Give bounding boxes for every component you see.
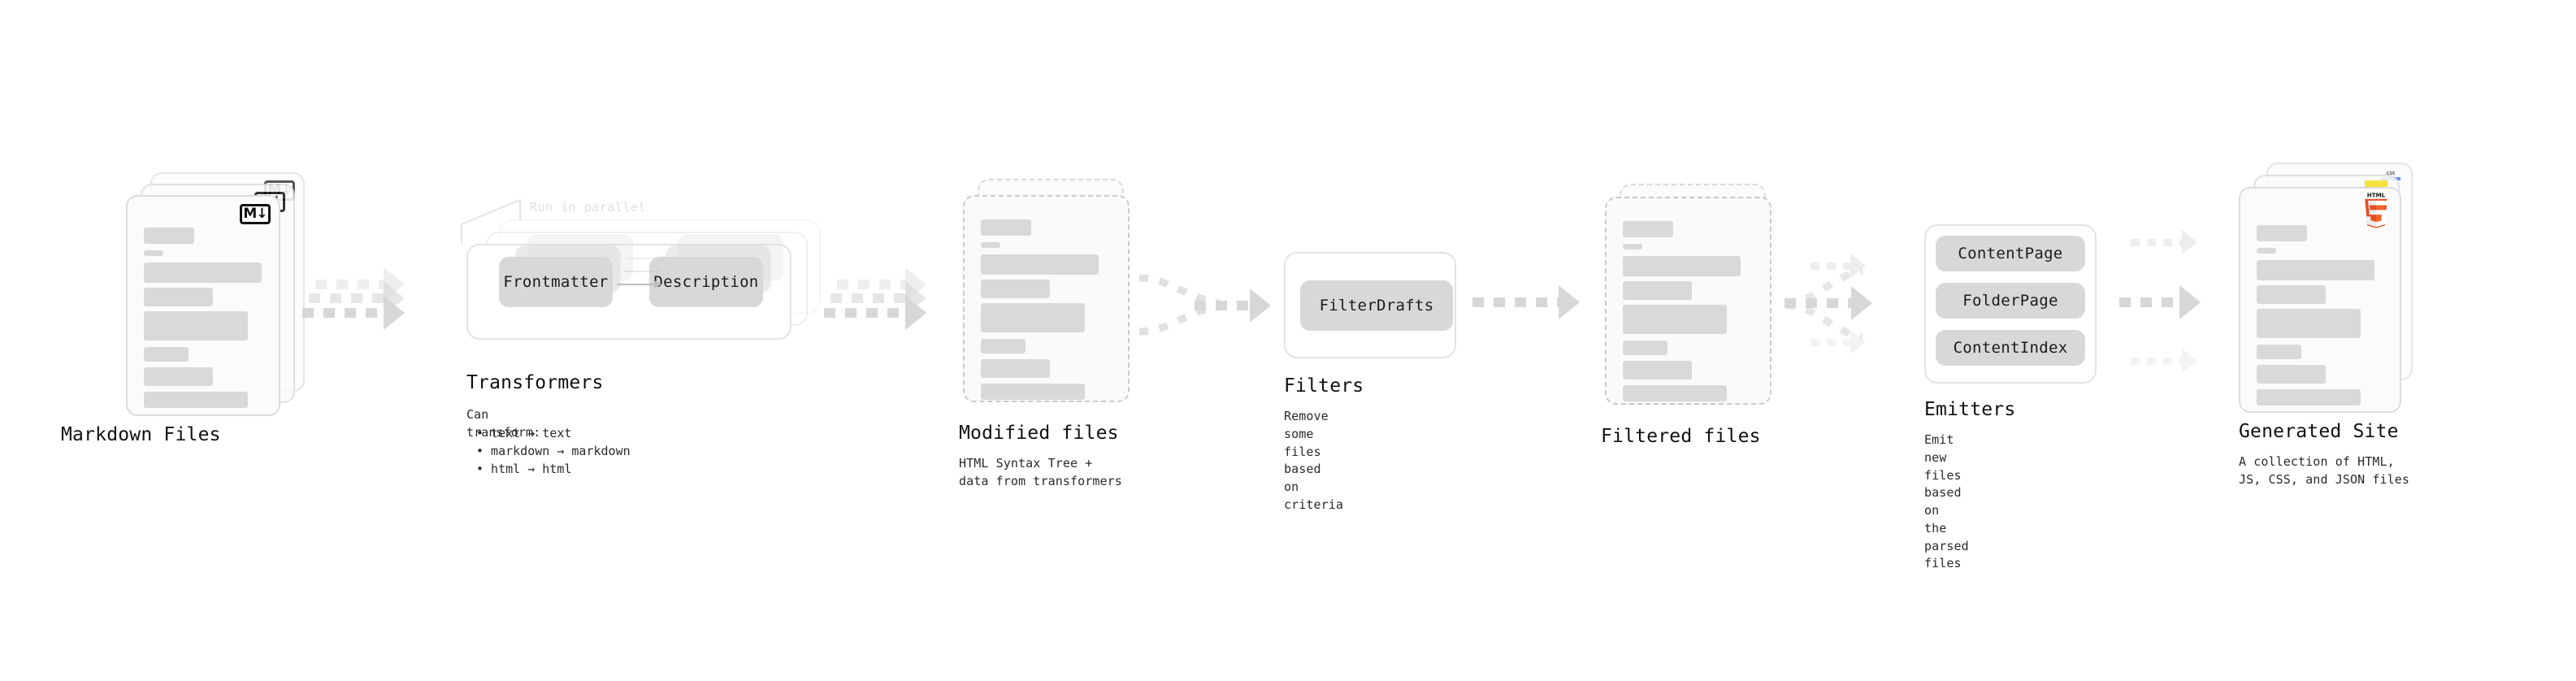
skeleton-bar xyxy=(144,367,213,386)
emitter-chip-folderpage[interactable]: FolderPage xyxy=(1936,283,2085,319)
skeleton-bar xyxy=(981,303,1085,332)
skeleton-bar xyxy=(2257,365,2326,384)
skeleton-bar xyxy=(2257,260,2374,280)
markdown-badge-text: M↓ xyxy=(243,206,267,222)
dotted-arrow-icon xyxy=(2131,230,2197,254)
skeleton-bar xyxy=(981,219,1031,236)
skeleton-bar xyxy=(2257,309,2361,338)
skeleton-bar xyxy=(144,250,163,256)
emitter-chip-contentpage[interactable]: ContentPage xyxy=(1936,236,2085,271)
skeleton-bar xyxy=(981,384,1085,400)
dotted-arrow-icon xyxy=(2131,349,2197,373)
parallel-label: Run in parallel xyxy=(530,200,646,215)
chip-label: Frontmatter xyxy=(503,273,609,291)
dotted-arrow-icon xyxy=(2119,285,2201,319)
skeleton-bar xyxy=(981,280,1050,298)
flow-arrow-icon xyxy=(623,267,663,275)
bullet-item: • markdown → markdown xyxy=(476,443,631,458)
merge-curve-icon xyxy=(1138,274,1220,336)
stage-description: A collection of HTML, JS, CSS, and JSON … xyxy=(2239,454,2410,487)
flow-arrow-icon xyxy=(617,280,661,288)
filter-chip-filterdrafts[interactable]: FilterDrafts xyxy=(1300,280,1453,331)
dotted-arrow-icon xyxy=(1811,330,1866,354)
skeleton-bar xyxy=(1623,305,1727,334)
flow-arrow-icon xyxy=(627,254,667,262)
skeleton-bar xyxy=(1623,221,1673,237)
skeleton-bar xyxy=(144,262,262,283)
stage-caption: Emitters xyxy=(1924,399,2016,420)
chip-label: ContentPage xyxy=(1958,245,2063,262)
transformer-chip-frontmatter[interactable]: Frontmatter xyxy=(499,257,613,307)
dotted-arrow-icon xyxy=(1195,288,1271,323)
stage-description: HTML Syntax Tree + data from transformer… xyxy=(959,456,1122,488)
markdown-card-front: M↓ xyxy=(126,195,280,416)
stage-caption: Filters xyxy=(1284,375,1364,397)
skeleton-bar xyxy=(1623,340,1667,355)
dotted-arrow-icon xyxy=(824,296,926,330)
html5-badge: HTML xyxy=(2365,192,2388,228)
parallel-bracket-icon xyxy=(461,198,521,244)
skeleton-bar xyxy=(1623,244,1642,249)
skeleton-bar xyxy=(144,288,213,306)
stage-description: Emit new files based on the parsed files xyxy=(1924,432,1969,571)
skeleton-bar xyxy=(144,392,248,408)
bullet-item: • html → html xyxy=(476,461,572,476)
modified-card-front xyxy=(963,195,1130,402)
connector-filters-to-filtered xyxy=(1472,285,1580,319)
svg-text:HTML: HTML xyxy=(2367,192,2386,199)
dotted-arrow-icon xyxy=(1811,254,1866,278)
stage-filtered-files: Filtered files xyxy=(1601,184,1780,447)
emitter-chip-contentindex[interactable]: ContentIndex xyxy=(1936,330,2085,366)
markdown-badge: M↓ xyxy=(240,204,271,224)
site-card-front: HTML xyxy=(2239,187,2401,413)
stage-caption: Markdown Files xyxy=(61,424,221,445)
skeleton-bar xyxy=(2257,389,2361,406)
skeleton-bar xyxy=(144,347,189,362)
stage-caption: Filtered files xyxy=(1601,426,1761,447)
stage-description: Can transform: xyxy=(466,407,541,440)
skeleton-bar xyxy=(981,242,1000,248)
dotted-arrow-icon xyxy=(1785,286,1872,320)
skeleton-bar xyxy=(981,339,1026,354)
skeleton-bar xyxy=(1623,361,1692,380)
skeleton-bar xyxy=(2257,225,2307,241)
dotted-arrow-icon xyxy=(302,296,405,330)
stage-caption: Generated Site xyxy=(2239,421,2399,442)
chip-label: FilterDrafts xyxy=(1319,297,1434,314)
skeleton-bar xyxy=(981,359,1050,378)
skeleton-bar xyxy=(1623,256,1741,276)
markdown-card-stack: M↓ M↓ M↓ xyxy=(126,172,305,416)
bullet-item: • text → text xyxy=(476,426,572,440)
chip-label: ContentIndex xyxy=(1953,339,2068,357)
stage-caption: Transformers xyxy=(466,372,604,393)
stage-generated-site: CSS HTML xyxy=(2239,163,2422,487)
skeleton-bar xyxy=(1623,385,1727,401)
transformer-chip-description[interactable]: Description xyxy=(649,257,763,307)
chip-label: Description xyxy=(653,273,759,291)
transform-bullets: • text → text • markdown → markdown • ht… xyxy=(476,425,631,478)
skeleton-bar xyxy=(144,311,248,340)
chip-label: FolderPage xyxy=(1962,292,2058,310)
skeleton-bar xyxy=(2257,285,2326,304)
stage-description: Remove some files based on criteria xyxy=(1284,409,1344,512)
stage-markdown-files: M↓ M↓ M↓ Markdown Files xyxy=(61,172,305,445)
filtered-card-front xyxy=(1605,197,1772,405)
skeleton-bar xyxy=(144,228,194,244)
split-curve-icon xyxy=(1785,267,1863,340)
stage-modified-files: Modified files HTML Syntax Tree + data f… xyxy=(959,179,1138,488)
skeleton-bar xyxy=(2257,345,2301,359)
skeleton-bar xyxy=(2257,248,2276,254)
skeleton-bar xyxy=(981,254,1099,275)
stage-caption: Modified files xyxy=(959,423,1119,444)
skeleton-bar xyxy=(1623,281,1692,300)
